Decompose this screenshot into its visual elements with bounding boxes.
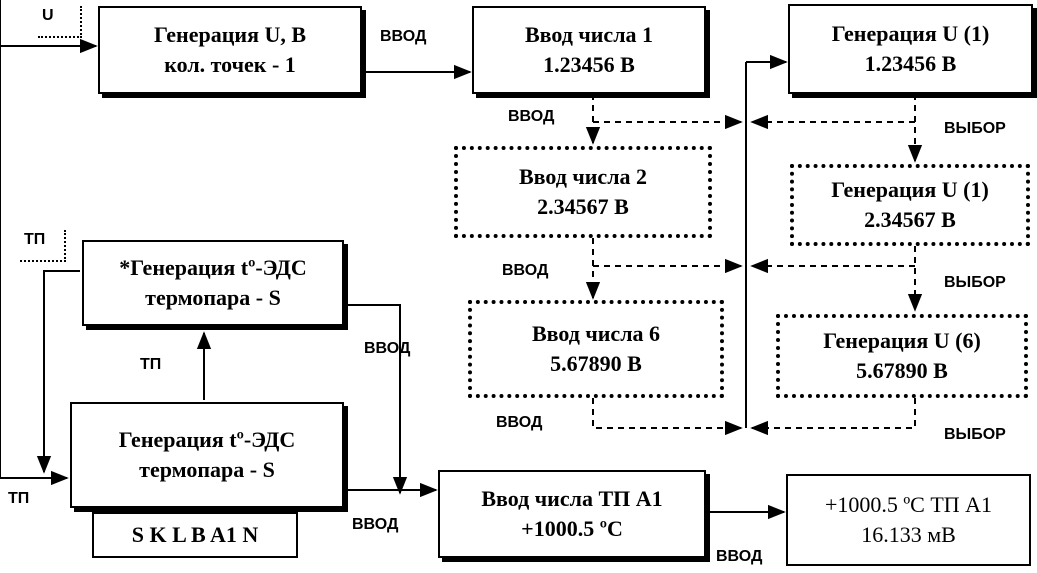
- dash-input6-bus: [592, 398, 743, 436]
- box-gen-tc-star: *Генерация tº-ЭДС термопара - S: [82, 240, 344, 326]
- tp-top-arrow: [36, 270, 80, 474]
- box-gen-u1-a: Генерация U (1) 1.23456 В: [788, 4, 1033, 94]
- label-vvod-1: ВВОД: [380, 28, 427, 45]
- box-input-tp: Ввод числа ТП А1 +1000.5 ºС: [438, 470, 706, 558]
- box-gen-tc: Генерация tº-ЭДС термопара - S: [70, 402, 344, 508]
- label-vvod-3: ВВОД: [502, 262, 549, 279]
- label-vvod-2: ВВОД: [508, 108, 555, 125]
- vvod-arrow-tc: [344, 304, 408, 495]
- box-gen-u1-b: Генерация U (1) 2.34567 В: [790, 164, 1030, 246]
- dash-gen6-bus: [750, 398, 916, 436]
- label-vybor-3: ВЫБОР: [944, 426, 1006, 443]
- tp-input-tag-top: ТП: [20, 230, 66, 262]
- label-vvod-6: ВВОД: [352, 516, 399, 533]
- box-gen-u: Генерация U, В кол. точек - 1: [98, 6, 362, 94]
- tp-input-label-bottom: ТП: [8, 490, 30, 507]
- box-result: +1000.5 ºС ТП А1 16.133 мВ: [786, 474, 1031, 566]
- box-input-6: Ввод числа 6 5.67890 В: [468, 300, 724, 398]
- thermocouple-types-strip: S K L B A1 N: [92, 512, 298, 558]
- label-vybor-1: ВЫБОР: [944, 120, 1006, 137]
- label-vvod-4: ВВОД: [496, 414, 543, 431]
- u-input-tag: U: [38, 6, 82, 38]
- label-vvod-7: ВВОД: [716, 548, 763, 565]
- label-tp-up: ТП: [140, 356, 162, 373]
- box-input-1: Ввод числа 1 1.23456 В: [472, 6, 706, 94]
- box-gen-u6: Генерация U (6) 5.67890 В: [776, 314, 1028, 398]
- label-vybor-2: ВЫБОР: [944, 274, 1006, 291]
- box-input-2: Ввод числа 2 2.34567 В: [454, 146, 712, 238]
- label-vvod-5: ВВОД: [364, 340, 411, 357]
